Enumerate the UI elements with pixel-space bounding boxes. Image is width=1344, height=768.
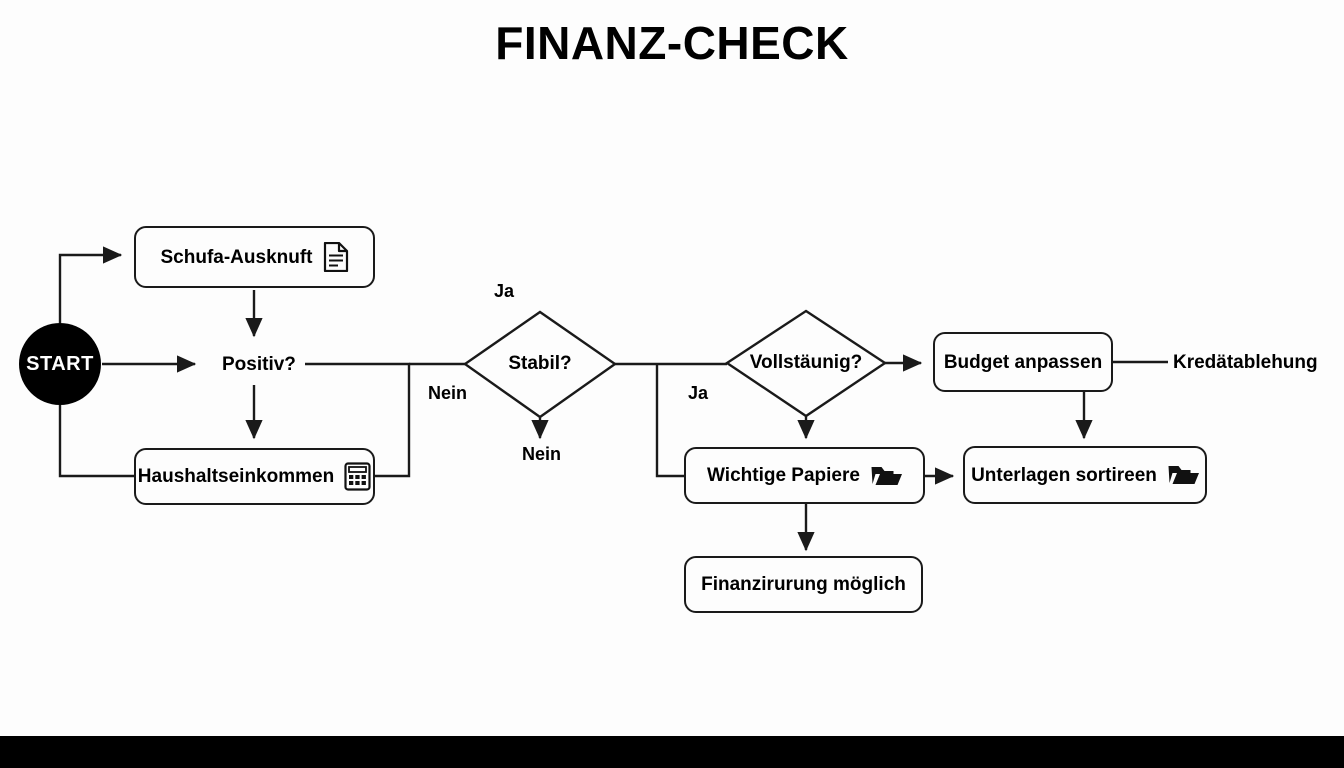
node-vollstaeunig-label: Vollstäunig? bbox=[749, 352, 863, 373]
node-wichtige-papiere-label: Wichtige Papiere bbox=[707, 465, 860, 486]
node-budget-anpassen-label: Budget anpassen bbox=[943, 351, 1103, 373]
edge-label-ja-vollstaeunig: Ja bbox=[688, 383, 708, 404]
node-unterlagen-sortireen-label: Unterlagen sortireen bbox=[971, 464, 1157, 486]
node-kredaetablehung[interactable]: Kredätablehung bbox=[1173, 352, 1318, 374]
node-haushaltseinkommen-label: Haushaltseinkommen bbox=[137, 466, 335, 487]
bottom-bar bbox=[0, 736, 1344, 768]
edge-label-ja-stabil-text: Ja bbox=[494, 281, 515, 301]
calculator-icon bbox=[344, 462, 371, 491]
edge-label-nein-bottom-text: Nein bbox=[522, 444, 562, 464]
page-title: FINANZ-CHECK bbox=[495, 17, 849, 69]
node-stabil-label: Stabil? bbox=[508, 353, 572, 374]
edge-label-nein-bottom: Nein bbox=[522, 444, 561, 465]
node-vollstaeunig-label-wrap[interactable]: Vollstäunig? bbox=[750, 352, 863, 374]
node-wichtige-papiere[interactable]: Wichtige Papiere bbox=[684, 447, 925, 504]
node-haushaltseinkommen[interactable]: Haushaltseinkommen bbox=[134, 448, 375, 505]
node-schufa-ausknuft-label: Schufa-Ausknuft bbox=[160, 246, 313, 268]
node-stabil-label-wrap[interactable]: Stabil? bbox=[508, 353, 571, 375]
edge-label-ja-stabil: Ja bbox=[494, 281, 514, 302]
edge-label-nein-left-text: Nein bbox=[428, 383, 468, 403]
node-positiv-label: Positiv? bbox=[222, 354, 296, 375]
node-start-label: START bbox=[26, 352, 94, 375]
node-finanzirurung-moeglich[interactable]: Finanzirurung möglich bbox=[684, 556, 923, 613]
node-kredaetablehung-label: Kredätablehung bbox=[1173, 352, 1318, 373]
edge-label-nein-left: Nein bbox=[428, 383, 467, 404]
node-positiv[interactable]: Positiv? bbox=[222, 354, 296, 376]
folder-icon bbox=[870, 463, 902, 489]
node-finanzirurung-moeglich-label: Finanzirurung möglich bbox=[701, 574, 906, 595]
edge-start-schufa bbox=[58, 246, 123, 323]
folder-icon bbox=[1167, 462, 1199, 488]
node-schufa-ausknuft[interactable]: Schufa-Ausknuft bbox=[134, 226, 375, 288]
edge-label-ja-vollstaeunig-text: Ja bbox=[688, 383, 709, 403]
edge-start-haushalt bbox=[58, 405, 134, 478]
node-budget-anpassen[interactable]: Budget anpassen bbox=[933, 332, 1113, 392]
document-icon bbox=[323, 242, 349, 272]
node-start[interactable]: START bbox=[19, 323, 101, 405]
node-unterlagen-sortireen[interactable]: Unterlagen sortireen bbox=[963, 446, 1207, 504]
edge-ja-wichtige bbox=[655, 364, 684, 478]
